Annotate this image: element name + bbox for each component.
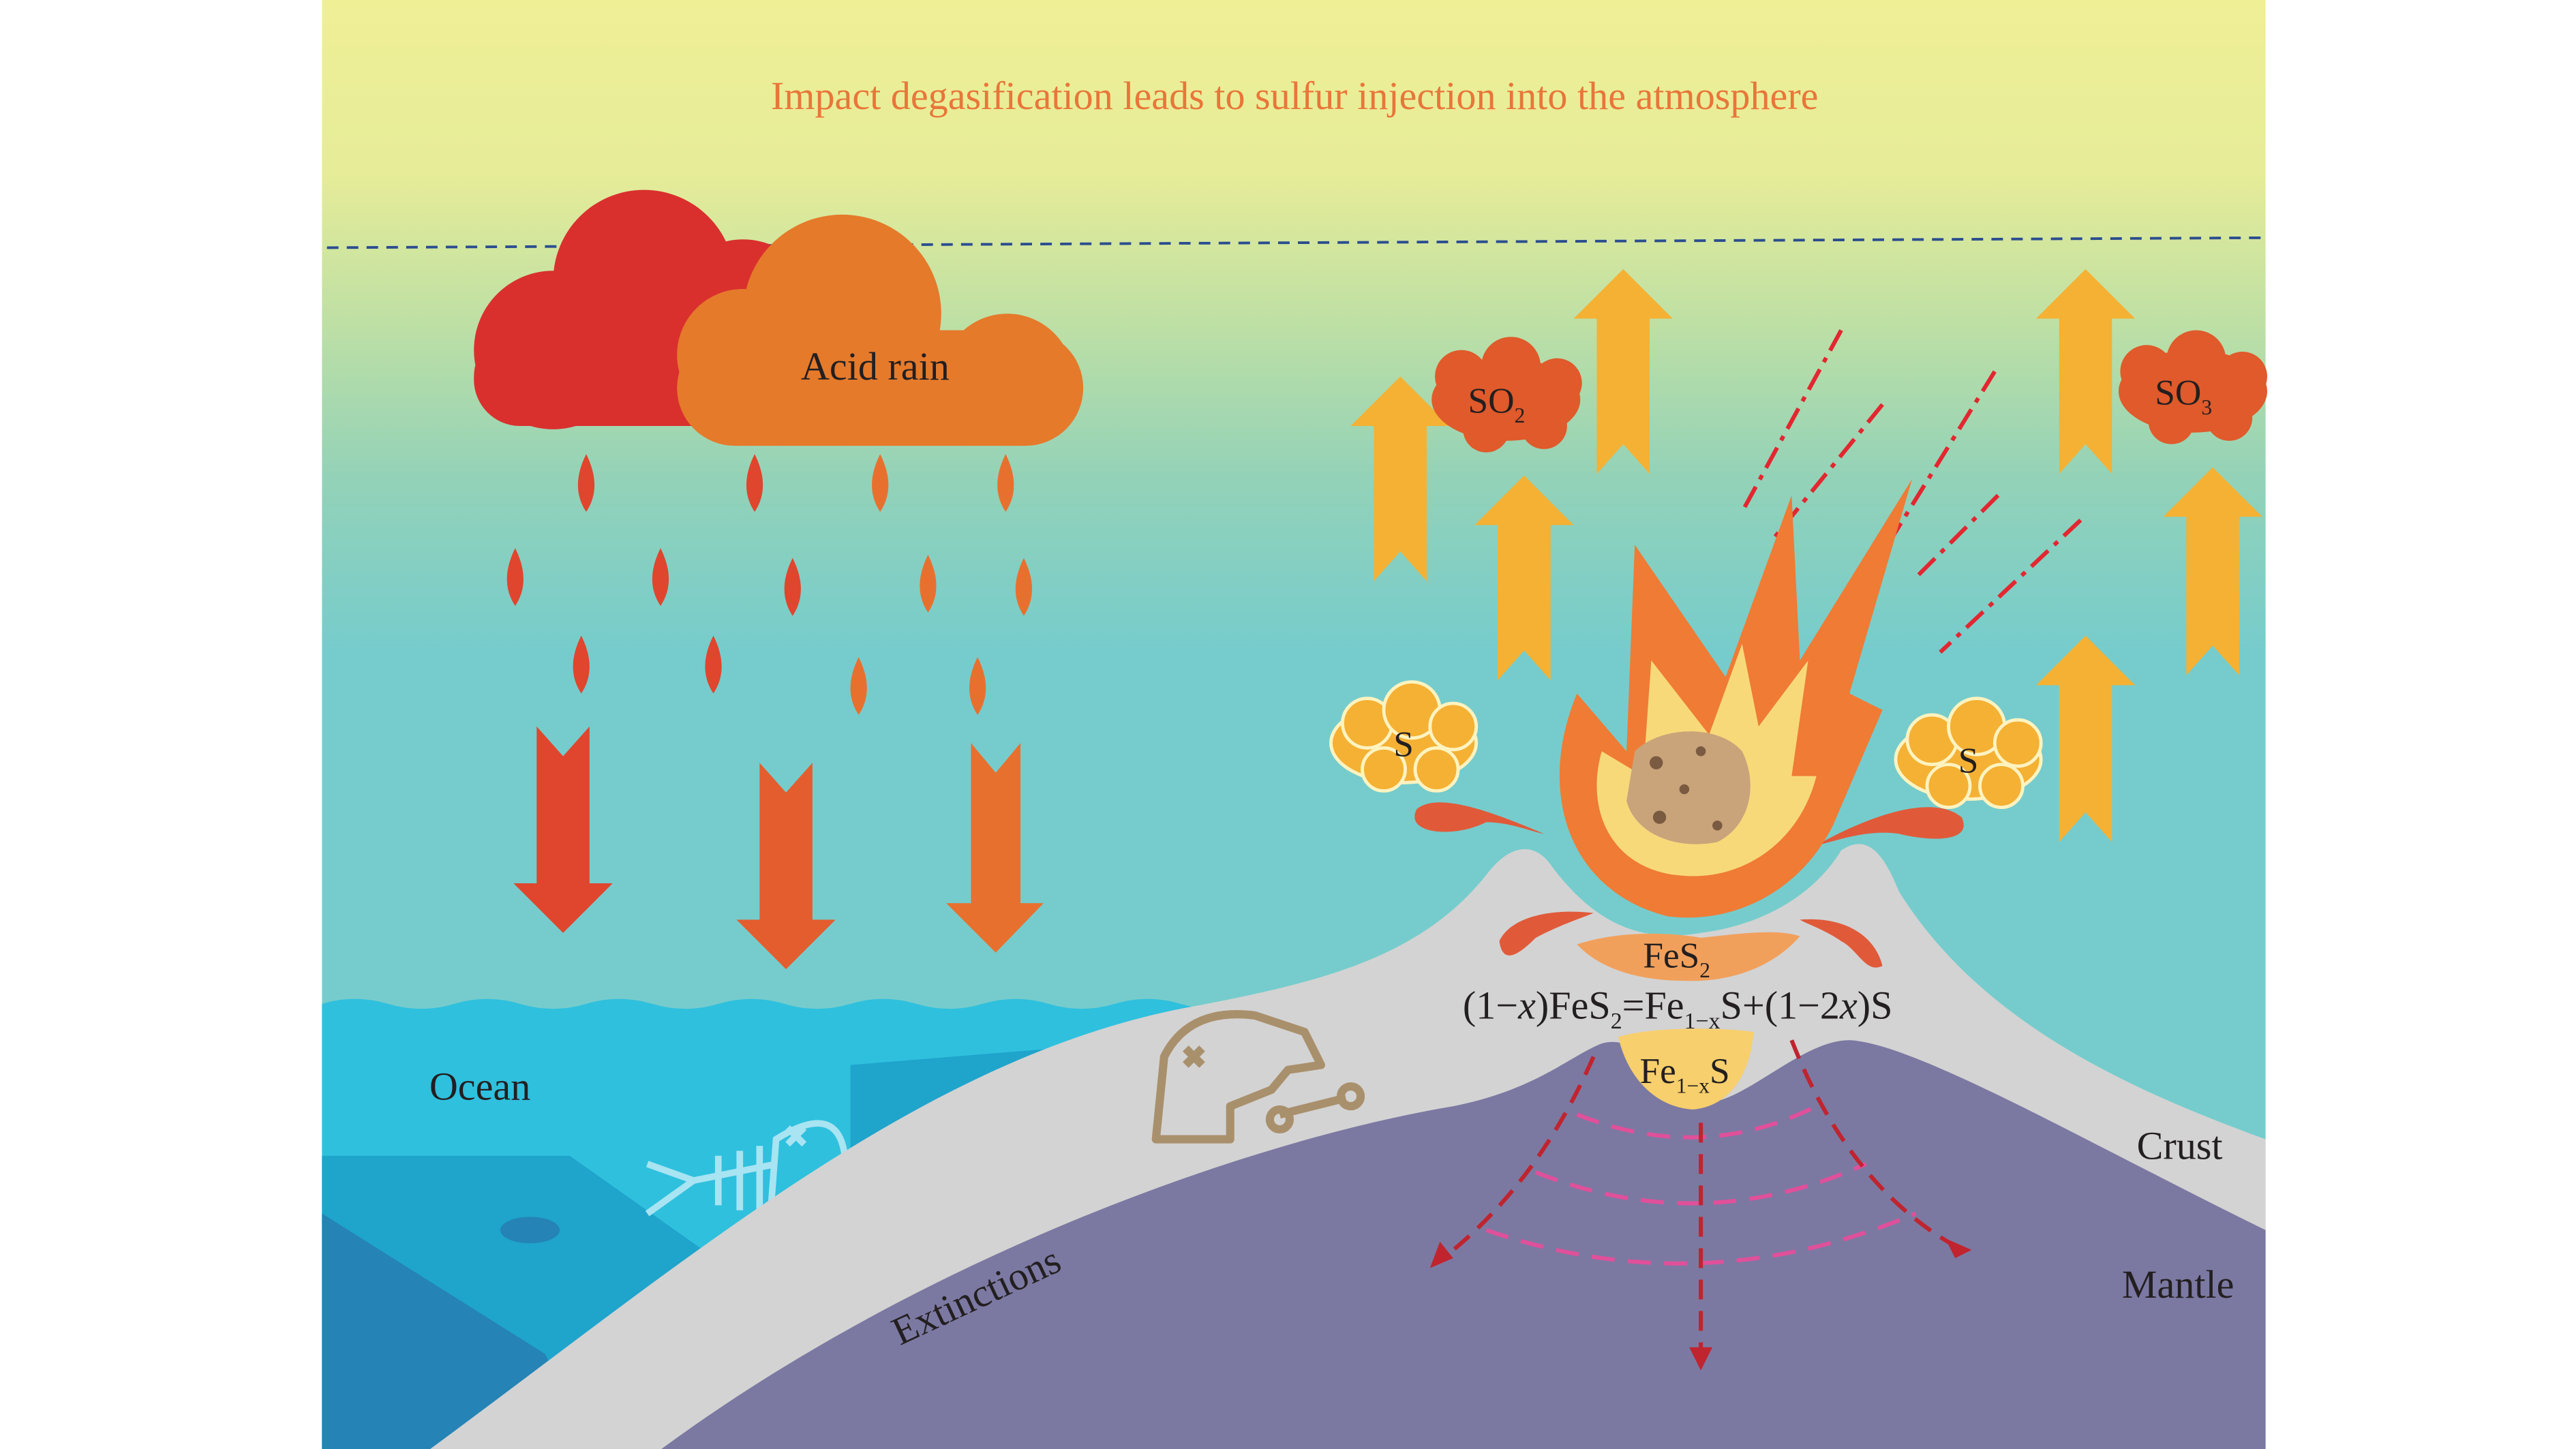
fes2-label: FeS2 (1643, 936, 1710, 983)
diagram-title: Impact degasification leads to sulfur in… (771, 74, 1819, 118)
up-arrow-icon (1474, 475, 1574, 681)
so2-cloud (1431, 337, 1582, 453)
reaction-equation: (1−x)FeS2=Fe1−xS+(1−2x)S (1463, 983, 1893, 1035)
down-arrow-icon (736, 763, 836, 970)
up-arrows (1350, 269, 2262, 842)
mantle-label: Mantle (2122, 1262, 2234, 1307)
sulfur-cloud-right (1894, 697, 2043, 810)
so3-cloud (2118, 330, 2268, 444)
raindrops (506, 454, 1033, 715)
so3-label: SO3 (2155, 373, 2212, 420)
meteor-trails (1740, 329, 2082, 654)
acid-rain-cloud (677, 214, 1084, 446)
down-arrow-icon (946, 743, 1044, 953)
propagation-arrows (1435, 1039, 1963, 1362)
fe1xs-label: Fe1−xS (1639, 1051, 1729, 1098)
fes2-deposit (1577, 932, 1800, 981)
fe1xs-deposit (1618, 1028, 1754, 1110)
so2-label: SO2 (1468, 381, 1526, 428)
up-arrow-icon (1350, 376, 1450, 581)
up-arrow-icon (2035, 269, 2136, 474)
dinosaur-fossil-icon (1151, 1010, 1365, 1144)
ejecta-left-lower (1499, 911, 1594, 956)
crust-label: Crust (2137, 1124, 2223, 1168)
up-arrow-icon (2035, 635, 2136, 842)
up-arrow-icon (2163, 467, 2262, 675)
ejecta-left-upper (1414, 802, 1544, 834)
acid-rain-label: Acid rain (801, 344, 950, 388)
asteroid-craters (1650, 746, 1723, 831)
sulfur-label-left: S (1393, 724, 1414, 765)
seafloor-rock (500, 1217, 560, 1244)
up-arrow-icon (1573, 269, 1673, 474)
sulfur-cloud-left (1329, 680, 1479, 793)
ejecta-right-lower (1800, 919, 1883, 968)
arrowheads (1429, 1238, 1972, 1371)
ejecta-right-upper (1816, 807, 1964, 846)
mantle (661, 1040, 2266, 1449)
sulfur-label-right: S (1958, 741, 1979, 781)
down-arrow-icon (513, 726, 613, 933)
ocean-label: Ocean (429, 1064, 530, 1108)
